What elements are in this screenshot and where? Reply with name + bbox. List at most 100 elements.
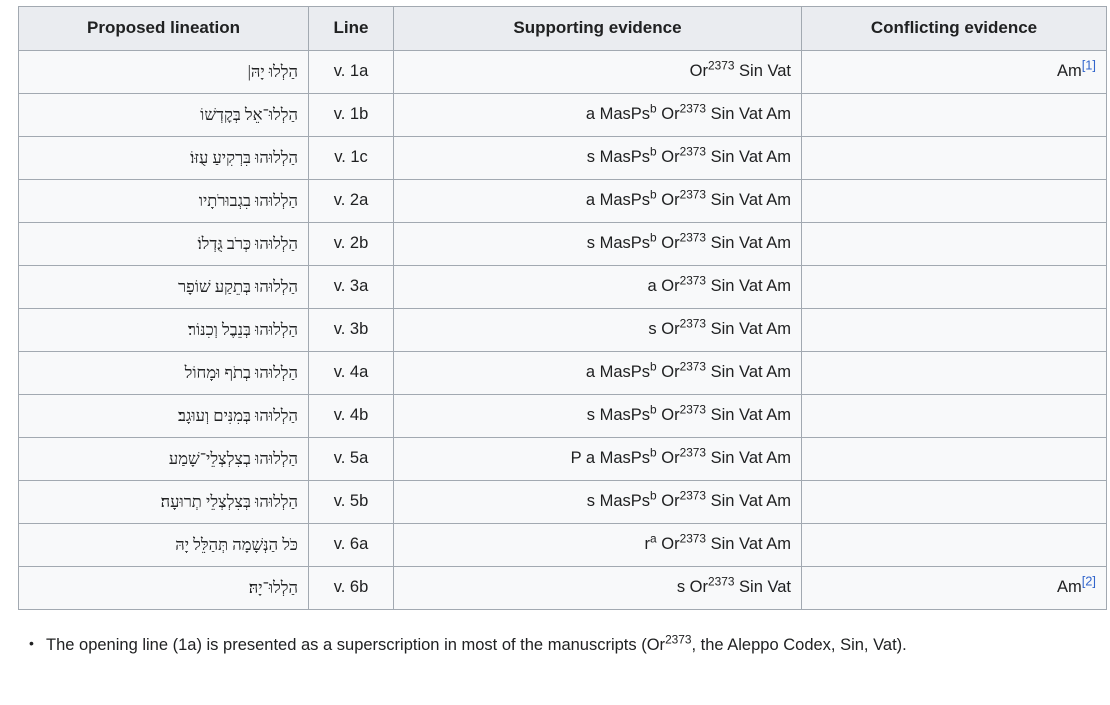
cell-line: v. 6a [308, 523, 394, 567]
notes-list: The opening line (1a) is presented as a … [8, 632, 1102, 659]
cell-conflicting-evidence [801, 179, 1107, 223]
superscript-siglum: b [650, 359, 657, 374]
cell-line: v. 4b [308, 394, 394, 438]
cell-proposed-lineation: כֹּל הַנְּשָׁמָה תְּהַלֵּל יָהּ [18, 523, 309, 567]
cell-proposed-lineation: הַלְלוּהוּ בְתֹף וּמָחוֹל [18, 351, 309, 395]
cell-conflicting-evidence: Am[1] [801, 50, 1107, 94]
cell-proposed-lineation: הַלְלוּהוּ בְּנֵבֶל וְכִנּוֹר׃ [18, 308, 309, 352]
cell-proposed-lineation: הַלְלוּהוּ בְּצִלְצְלֵי תְרוּעָה׃ [18, 480, 309, 524]
cell-line: v. 3a [308, 265, 394, 309]
cell-supporting-evidence: Or2373 Sin Vat [393, 50, 802, 94]
column-header-conflicting-evidence: Conflicting evidence [801, 6, 1107, 51]
superscript-manuscript-number: 2373 [679, 230, 707, 245]
cell-proposed-lineation: הַלְלוּהוּ בְּתֵקַע שׁוֹפָר [18, 265, 309, 309]
cell-line: v. 1c [308, 136, 394, 180]
cell-supporting-evidence: ra Or2373 Sin Vat Am [393, 523, 802, 567]
column-header-line: Line [308, 6, 394, 51]
superscript-manuscript-number: 2373 [679, 144, 707, 159]
cell-conflicting-evidence [801, 437, 1107, 481]
superscript-manuscript-number: 2373 [708, 58, 735, 73]
cell-supporting-evidence: s Or2373 Sin Vat [393, 566, 802, 610]
citation-reference-link[interactable]: [2] [1081, 573, 1096, 589]
cell-proposed-lineation: הַלְלוּ יָהּ| [18, 50, 309, 94]
superscript-siglum: b [650, 187, 657, 202]
cell-line: v. 5a [308, 437, 394, 481]
cell-conflicting-evidence [801, 265, 1107, 309]
superscript-manuscript-number: 2373 [679, 316, 707, 331]
cell-proposed-lineation: הַלְלוּהוּ בְצִלְצְלֵי־שָׁמַע [18, 437, 309, 481]
cell-supporting-evidence: s MasPsb Or2373 Sin Vat Am [393, 136, 802, 180]
superscript-manuscript-number: 2373 [679, 101, 707, 116]
superscript-manuscript-number: 2373 [679, 402, 707, 417]
superscript-manuscript-number: 2373 [679, 445, 707, 460]
cell-line: v. 2b [308, 222, 394, 266]
superscript-manuscript-number: 2373 [679, 531, 707, 546]
superscript-manuscript-number: 2373 [679, 273, 707, 288]
cell-proposed-lineation: הַלְלוּ־אֵל בְּקׇדְשׁוֹ [18, 93, 309, 137]
cell-conflicting-evidence [801, 136, 1107, 180]
cell-supporting-evidence: s MasPsb Or2373 Sin Vat Am [393, 222, 802, 266]
cell-conflicting-evidence [801, 394, 1107, 438]
cell-supporting-evidence: a MasPsb Or2373 Sin Vat Am [393, 351, 802, 395]
superscript-siglum: b [650, 445, 657, 460]
cell-supporting-evidence: a MasPsb Or2373 Sin Vat Am [393, 179, 802, 223]
cell-proposed-lineation: הַלְלוּהוּ בִּרְקִיעַ עֻזּוֹ׃ [18, 136, 309, 180]
cell-conflicting-evidence: Am[2] [801, 566, 1107, 610]
cell-line: v. 1a [308, 50, 394, 94]
cell-line: v. 3b [308, 308, 394, 352]
note-item: The opening line (1a) is presented as a … [29, 632, 1056, 659]
superscript-manuscript-number: 2373 [679, 187, 707, 202]
superscript-siglum: b [650, 230, 657, 245]
cell-line: v. 5b [308, 480, 394, 524]
cell-proposed-lineation: הַלְלוּהוּ כְּרֹב גֻּדְלוֹ׃ [18, 222, 309, 266]
superscript-manuscript-number: 2373 [708, 574, 735, 589]
superscript-manuscript-number: 2373 [665, 632, 692, 647]
cell-conflicting-evidence [801, 93, 1107, 137]
cell-supporting-evidence: a Or2373 Sin Vat Am [393, 265, 802, 309]
cell-line: v. 1b [308, 93, 394, 137]
superscript-manuscript-number: 2373 [679, 488, 707, 503]
superscript-siglum: a [650, 531, 657, 546]
cell-conflicting-evidence [801, 351, 1107, 395]
cell-conflicting-evidence [801, 222, 1107, 266]
superscript-siglum: b [650, 402, 657, 417]
cell-conflicting-evidence [801, 523, 1107, 567]
cell-line: v. 6b [308, 566, 394, 610]
cell-proposed-lineation: הַלְלוּהוּ בְּמִנִּים וְעוּגָב׃ [18, 394, 309, 438]
cell-supporting-evidence: s Or2373 Sin Vat Am [393, 308, 802, 352]
cell-line: v. 2a [308, 179, 394, 223]
citation-reference-link[interactable]: [1] [1081, 57, 1096, 73]
cell-proposed-lineation: הַלְלוּ־יָהּ׃ [18, 566, 309, 610]
cell-conflicting-evidence [801, 480, 1107, 524]
superscript-siglum: b [650, 101, 657, 116]
table-header-row: Proposed lineation Line Supporting evide… [18, 6, 1107, 51]
lineation-table: Proposed lineation Line Supporting evide… [18, 6, 1107, 610]
column-header-supporting-evidence: Supporting evidence [393, 6, 802, 51]
cell-line: v. 4a [308, 351, 394, 395]
superscript-manuscript-number: 2373 [679, 359, 707, 374]
cell-supporting-evidence: P a MasPsb Or2373 Sin Vat Am [393, 437, 802, 481]
cell-supporting-evidence: a MasPsb Or2373 Sin Vat Am [393, 93, 802, 137]
table-header: Proposed lineation Line Supporting evide… [18, 6, 1107, 51]
cell-proposed-lineation: הַלְלוּהוּ בִגְבוּרֹתָיו [18, 179, 309, 223]
cell-supporting-evidence: s MasPsb Or2373 Sin Vat Am [393, 394, 802, 438]
cell-conflicting-evidence [801, 308, 1107, 352]
cell-supporting-evidence: s MasPsb Or2373 Sin Vat Am [393, 480, 802, 524]
superscript-siglum: b [650, 488, 657, 503]
superscript-siglum: b [650, 144, 657, 159]
